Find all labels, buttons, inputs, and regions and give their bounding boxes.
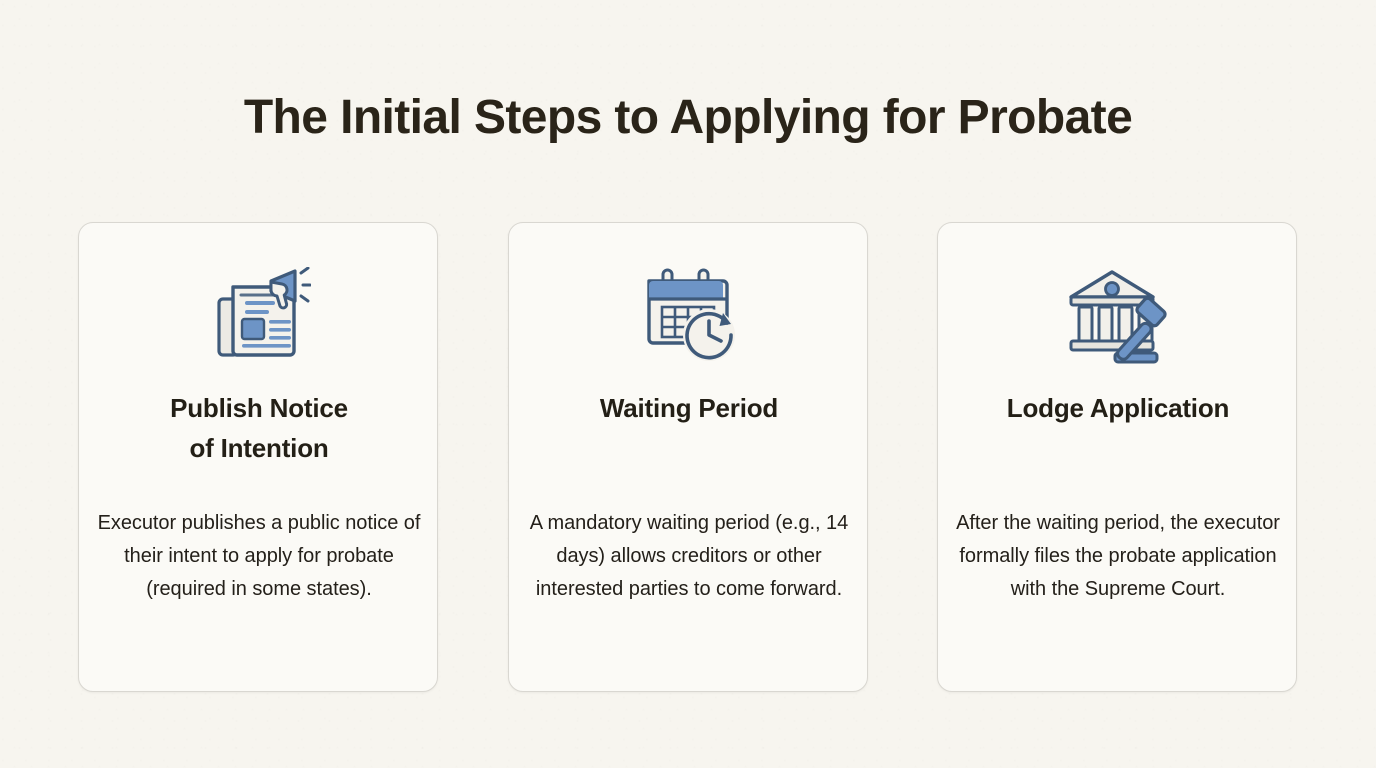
- step-heading: Publish Notice of Intention: [97, 388, 421, 468]
- page-title: The Initial Steps to Applying for Probat…: [243, 91, 1133, 144]
- step-heading-line-1: Publish Notice: [170, 393, 348, 423]
- step-card-waiting-period: Waiting Period A mandatory waiting perio…: [508, 222, 868, 692]
- step-card-publish-notice: Publish Notice of Intention Executor pub…: [78, 222, 438, 692]
- process-flow: Publish Notice of Intention Executor pub…: [78, 222, 1297, 692]
- step-body: After the waiting period, the executor f…: [956, 512, 1280, 600]
- step-body: A mandatory waiting period (e.g., 14 day…: [529, 512, 849, 600]
- step-body: Executor publishes a public notice of th…: [97, 512, 421, 600]
- step-heading: Lodge Application: [1006, 393, 1230, 423]
- calendar-clock-icon: [509, 265, 869, 369]
- courthouse-gavel-icon: [938, 265, 1298, 369]
- newspaper-megaphone-icon: [79, 265, 439, 369]
- step-heading-line-2: of Intention: [189, 433, 329, 463]
- step-card-lodge-application: Lodge Application After the waiting peri…: [937, 222, 1297, 692]
- step-heading: Waiting Period: [599, 393, 779, 423]
